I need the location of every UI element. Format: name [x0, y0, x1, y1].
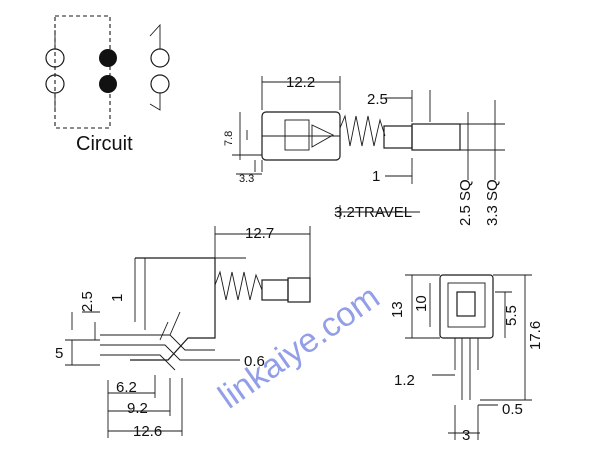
dim-line-17-6 [480, 274, 532, 401]
side-pins [232, 130, 263, 172]
side-plunger-tip [411, 123, 461, 151]
angled-body [130, 257, 216, 361]
circuit-contact-right-bottom [150, 74, 170, 94]
circuit-contact-left-top [45, 48, 65, 68]
dim-line-13 [405, 274, 440, 339]
dim-line-1 [385, 158, 413, 184]
circuit-wire-right [149, 23, 161, 111]
dim-line-travel [335, 205, 420, 219]
dim-height-10: 10 [413, 295, 430, 312]
circuit-label: Circuit [76, 133, 133, 155]
angled-plunger [261, 279, 289, 301]
dim-line-12-7 [214, 226, 311, 278]
angled-spring [214, 270, 263, 301]
dim-offset-1: 1 [109, 294, 126, 302]
circuit-contact-common-top [99, 49, 117, 67]
front-body [439, 274, 494, 339]
dim-pin-3-3: 3.3 [239, 173, 254, 185]
dim-pin-9-2: 9.2 [127, 400, 148, 417]
angled-body-inner [134, 258, 146, 330]
dim-length-12-7: 12.7 [245, 225, 274, 242]
dim-plunger-1: 1 [372, 168, 380, 185]
circuit-dashed-frame [54, 15, 111, 129]
angled-pin-bend [159, 311, 181, 341]
dim-height-5-5: 5.5 [503, 305, 520, 326]
front-inner [447, 282, 486, 328]
side-plunger [383, 125, 413, 149]
dim-height-17-6: 17.6 [527, 321, 544, 350]
circuit-diagram: Circuit [45, 15, 170, 155]
angled-pins [100, 334, 215, 371]
dim-travel: 3.2TRAVEL [334, 204, 412, 221]
dim-line-12-2 [261, 76, 341, 110]
dim-square-2-5: 2.5 SQ [457, 179, 474, 226]
dim-line-2-5 [384, 90, 431, 122]
dim-line-12-6 [108, 378, 183, 436]
side-view: 12.2 7.8 3.3 2.5 1 2.5 SQ 3.3 SQ 3.2TRAV… [223, 74, 505, 226]
dim-height-5: 5 [55, 345, 63, 362]
dim-offset-2-5: 2.5 [79, 291, 96, 312]
dim-line-5-5 [495, 291, 512, 338]
dim-pin-0-5: 0.5 [502, 401, 523, 418]
dim-pin-0-6: 0.6 [244, 353, 265, 370]
dim-line-9-2 [108, 378, 171, 416]
angled-view: 12.7 2.5 1 5 0.6 6.2 9.2 12.6 [55, 225, 311, 440]
dim-square-3-3: 3.3 SQ [484, 179, 501, 226]
circuit-contact-right-top [150, 48, 170, 68]
dim-line-6-2 [107, 375, 156, 438]
dim-line-offsets [71, 311, 100, 340]
dim-pin-1-2: 1.2 [394, 372, 415, 389]
dim-line-sq [460, 100, 505, 180]
dim-width-12-2: 12.2 [286, 74, 315, 91]
dim-line-3 [448, 405, 480, 440]
dim-pitch-3: 3 [462, 427, 470, 444]
dim-height-13: 13 [389, 301, 406, 318]
angled-plunger-tip [287, 277, 311, 303]
dim-height-7-8: 7.8 [223, 131, 235, 146]
dim-pin-12-6: 12.6 [133, 423, 162, 440]
circuit-contact-common-bottom [99, 75, 117, 93]
side-spring [339, 114, 386, 147]
front-plunger [456, 291, 476, 317]
dim-plunger-2-5: 2.5 [367, 91, 388, 108]
dim-line-5 [65, 339, 100, 366]
front-view: 13 10 5.5 17.6 1.2 0.5 3 [389, 274, 544, 444]
dim-pin-6-2: 6.2 [116, 379, 137, 396]
side-slider [284, 119, 310, 151]
front-pins [454, 338, 479, 400]
